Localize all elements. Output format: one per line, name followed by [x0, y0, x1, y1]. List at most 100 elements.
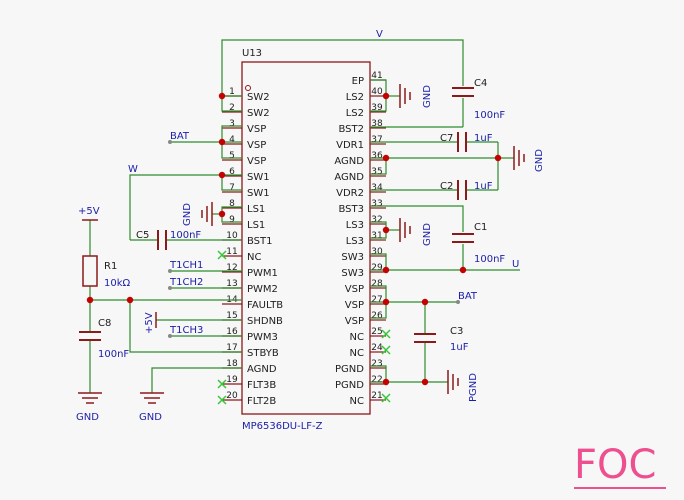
pin-number: 16 — [226, 327, 238, 337]
pin-number: 22 — [371, 375, 382, 385]
wire-bst3 — [370, 205, 464, 232]
pin-name: PWM3 — [247, 332, 278, 343]
pin-number: 34 — [371, 183, 383, 193]
net-label-bat-left: BAT — [170, 131, 190, 142]
junction — [218, 171, 226, 179]
pin-name: VDR2 — [336, 188, 364, 199]
pin-number: 18 — [226, 359, 238, 369]
pin-number: 36 — [371, 151, 383, 161]
watermark-foc: FOC — [574, 442, 656, 488]
pin-name: NC — [350, 396, 364, 407]
gnd-ls2-label: GND — [422, 85, 433, 108]
nc-pin25 — [381, 329, 391, 339]
gnd-ls3-icon — [399, 218, 411, 242]
pin-name: BST3 — [338, 204, 364, 215]
junction — [218, 92, 226, 100]
resistor-r1 — [82, 255, 98, 287]
pin-name: SW2 — [247, 92, 270, 103]
junction — [86, 296, 94, 304]
net-label-t1ch2: T1CH2 — [169, 277, 203, 288]
r1-value: 10kΩ — [104, 278, 131, 289]
net-label-t1ch3: T1CH3 — [169, 325, 203, 336]
pin-number: 11 — [226, 247, 237, 257]
pin-name: SW3 — [341, 268, 364, 279]
net-endpoints — [168, 140, 460, 338]
pin-name: SW2 — [247, 108, 270, 119]
pin-number: 13 — [226, 279, 237, 289]
net-label-u: U — [512, 259, 519, 270]
pin-name: LS1 — [247, 204, 265, 215]
ic-designator: U13 — [242, 48, 262, 59]
c7-ref: C7 — [440, 133, 453, 144]
pin-name: SW1 — [247, 188, 270, 199]
wire-agnd18 — [151, 367, 242, 393]
pin-name: VSP — [247, 124, 266, 135]
pin-name: PGND — [335, 380, 364, 391]
net-label-bat-right: BAT — [458, 291, 478, 302]
gnd-pin18-icon — [140, 392, 164, 404]
pin-name: BST1 — [247, 236, 273, 247]
pin-name: AGND — [247, 364, 277, 375]
pin-name: SW3 — [341, 252, 364, 263]
pin-name: FLT3B — [247, 380, 276, 391]
c1-ref: C1 — [474, 222, 487, 233]
pin-number: 20 — [226, 391, 238, 401]
pin-number: 40 — [371, 87, 383, 97]
net-label-w: W — [128, 164, 138, 175]
c8-value: 100nF — [98, 349, 129, 360]
pin-name: VSP — [345, 284, 364, 295]
pin-name: VSP — [345, 300, 364, 311]
pin-number: 17 — [226, 343, 237, 353]
net-endpoint — [168, 334, 172, 338]
c7-value: 1uF — [474, 133, 493, 144]
net-endpoint — [168, 286, 172, 290]
nc-pin19 — [217, 379, 227, 389]
nc-pin20 — [217, 395, 227, 405]
pin-name: FLT2B — [247, 396, 276, 407]
pin-number: 26 — [371, 311, 383, 321]
pin-number: 23 — [371, 359, 382, 369]
wires — [89, 39, 520, 393]
pin-number: 32 — [371, 215, 382, 225]
nc-pin24 — [381, 345, 391, 355]
pin-number: 33 — [371, 199, 382, 209]
pin-name: VDR1 — [336, 140, 364, 151]
gnd-pin18-label: GND — [139, 412, 162, 423]
c2-ref: C2 — [440, 181, 453, 192]
pin-number: 25 — [371, 327, 382, 337]
pin-number: 29 — [371, 263, 383, 273]
pin-name: SW1 — [247, 172, 270, 183]
c2-value: 1uF — [474, 181, 493, 192]
pin-name: STBYB — [247, 348, 279, 359]
pin-number: 4 — [229, 135, 235, 145]
pin-number: 35 — [371, 167, 382, 177]
junction — [382, 298, 390, 306]
junctions — [86, 92, 502, 386]
r1-ref: R1 — [104, 261, 117, 272]
pin-number: 38 — [371, 119, 383, 129]
junction — [459, 266, 467, 274]
passives — [79, 87, 474, 343]
capacitor-c5 — [157, 230, 167, 250]
pin-number: 24 — [371, 343, 383, 353]
junction — [421, 298, 429, 306]
c4-ref: C4 — [474, 78, 487, 89]
pin-name: LS1 — [247, 220, 265, 231]
pin-name: LS2 — [346, 108, 364, 119]
pin-number: 5 — [229, 151, 235, 161]
junction — [382, 266, 390, 274]
gnd-ls3-label: GND — [422, 223, 433, 246]
junction — [382, 154, 390, 162]
